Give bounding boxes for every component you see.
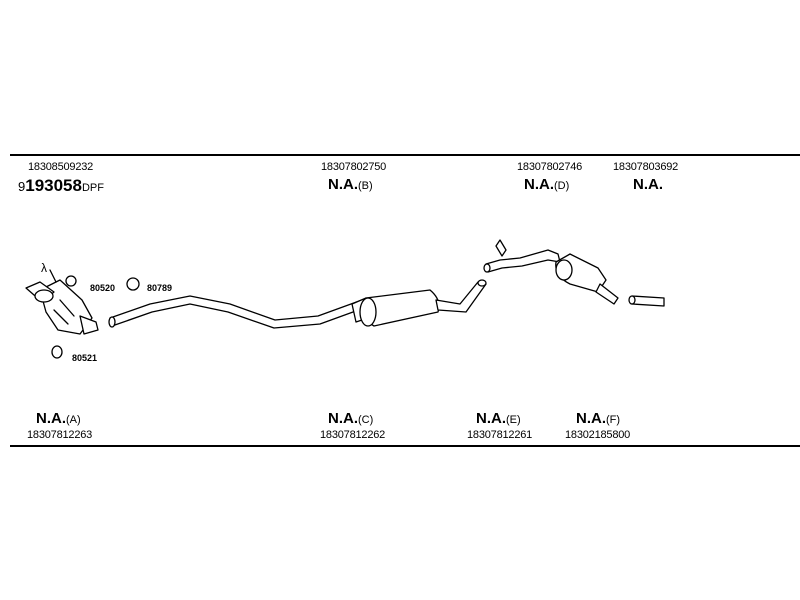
na-label-f: N.A.(F) bbox=[576, 411, 620, 428]
na-tag-c: (C) bbox=[358, 414, 374, 426]
gasket-80789 bbox=[126, 277, 140, 291]
na-label-d: N.A.(D) bbox=[524, 177, 569, 194]
na-text-c: N.A. bbox=[328, 410, 358, 427]
part-code-d: 18307802746 bbox=[517, 161, 583, 173]
bottom-divider bbox=[10, 445, 800, 447]
na-label-b: N.A.(B) bbox=[328, 177, 373, 194]
gasket-80520 bbox=[65, 275, 77, 287]
na-text-d: N.A. bbox=[524, 176, 554, 193]
gasket-label-80521: 80521 bbox=[72, 353, 98, 363]
tail-pipe-end bbox=[628, 295, 636, 305]
na-tag-f: (F) bbox=[606, 414, 621, 426]
na-text-a: N.A. bbox=[36, 410, 66, 427]
front-pipe bbox=[109, 295, 365, 329]
rear-silencer-face bbox=[555, 259, 573, 281]
na-text-e: N.A. bbox=[476, 410, 506, 427]
lambda-symbol: λ bbox=[41, 261, 47, 275]
catalyst-inlet bbox=[34, 289, 54, 303]
rear-silencer-outlet bbox=[595, 283, 619, 305]
intermediate-pipe bbox=[485, 249, 561, 273]
na-tag-a: (A) bbox=[66, 414, 81, 426]
lambda-sensor bbox=[49, 269, 57, 283]
na-label-tail: N.A. bbox=[633, 177, 663, 193]
center-outlet-end bbox=[477, 279, 487, 287]
part-code-left: 18308509232 bbox=[28, 161, 94, 173]
center-silencer-face bbox=[359, 297, 377, 327]
catalyst-rib-2 bbox=[53, 309, 69, 325]
na-tag-b: (B) bbox=[358, 180, 373, 192]
front-pipe-end bbox=[108, 316, 116, 328]
part-code-f: 18302185800 bbox=[565, 429, 631, 441]
catalyst-outlet bbox=[79, 315, 99, 335]
gasket-label-80520: 80520 bbox=[90, 283, 116, 293]
catalyst-ref: 9193058DPF bbox=[18, 176, 104, 198]
part-code-c: 18307812262 bbox=[320, 429, 386, 441]
part-code-a: 18307812263 bbox=[27, 429, 93, 441]
intermediate-pipe-end bbox=[483, 263, 491, 273]
tail-pipe bbox=[631, 295, 665, 307]
catalyst-ref-suffix: DPF bbox=[81, 182, 104, 194]
na-label-e: N.A.(E) bbox=[476, 411, 521, 428]
part-code-b: 18307802750 bbox=[321, 161, 387, 173]
na-text-b: N.A. bbox=[328, 176, 358, 193]
na-tag-d: (D) bbox=[554, 180, 570, 192]
gasket-80521 bbox=[51, 345, 63, 359]
part-code-e: 18307812261 bbox=[467, 429, 533, 441]
na-text-f: N.A. bbox=[576, 410, 606, 427]
catalyst-ref-number: 193058 bbox=[25, 176, 82, 195]
gasket-label-80789: 80789 bbox=[147, 283, 173, 293]
catalyst-rib bbox=[59, 299, 75, 317]
catalyst-ref-prefix: 9 bbox=[18, 179, 26, 194]
pipe-bracket bbox=[495, 239, 507, 257]
part-code-tail: 18307803692 bbox=[613, 161, 679, 173]
na-tag-e: (E) bbox=[506, 414, 521, 426]
na-label-c: N.A.(C) bbox=[328, 411, 373, 428]
top-divider bbox=[10, 154, 800, 156]
na-text-tail: N.A. bbox=[633, 176, 663, 193]
center-silencer-outlet bbox=[435, 281, 487, 313]
na-label-a: N.A.(A) bbox=[36, 411, 81, 428]
